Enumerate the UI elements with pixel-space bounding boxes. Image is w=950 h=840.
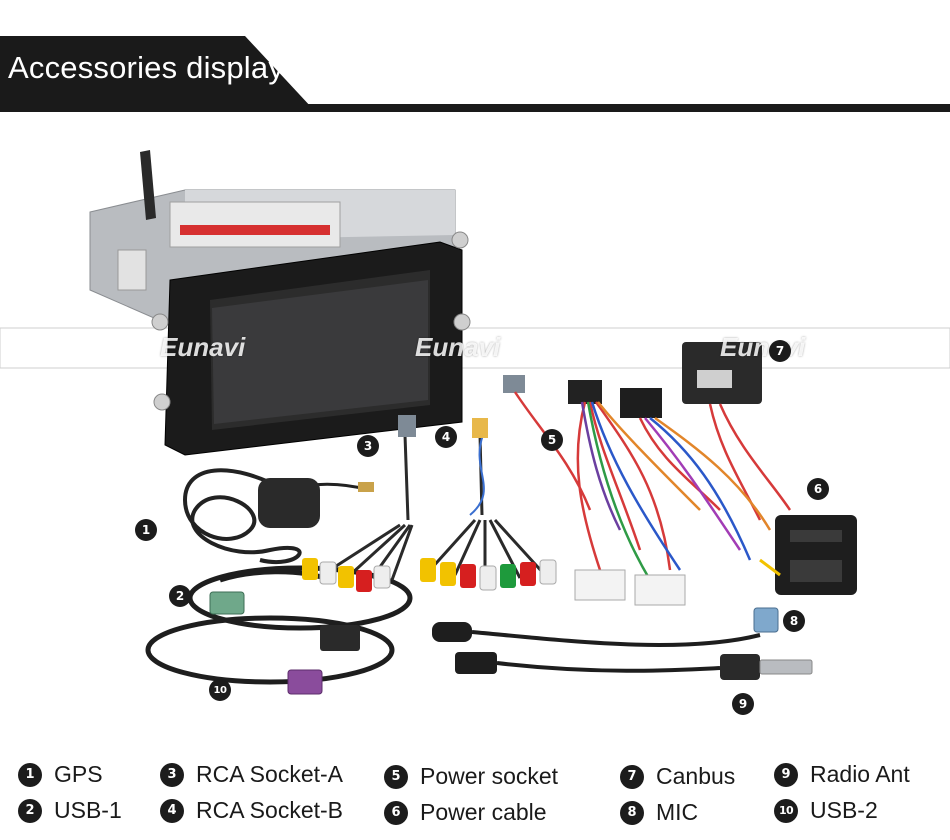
marker-power-socket: 5 — [541, 429, 563, 451]
legend-item: 10 USB-2 — [774, 797, 878, 824]
header-rule — [0, 104, 950, 112]
legend-label: Power socket — [420, 763, 559, 789]
legend-label: MIC — [656, 799, 699, 825]
marker-gps: 1 — [135, 519, 157, 541]
accessories-illustration — [0, 150, 950, 695]
antenna-stub — [140, 150, 156, 220]
legend-item: 8 MIC — [620, 799, 698, 826]
legend-number: 6 — [384, 800, 408, 825]
mic-cable — [432, 607, 779, 647]
legend-label: Power cable — [420, 799, 547, 825]
usb-2-cable — [145, 615, 395, 695]
legend-label: USB-1 — [54, 797, 122, 823]
legend-number: 5 — [384, 764, 408, 789]
legend-label: GPS — [54, 761, 103, 787]
canbus-box — [620, 342, 792, 561]
legend-number: 1 — [18, 762, 42, 787]
legend-item: 2 USB-1 — [18, 797, 122, 824]
legend-label: USB-2 — [810, 797, 878, 823]
marker-rca-socket-b: 4 — [435, 426, 457, 448]
radio-antenna-cable — [455, 652, 813, 680]
legend-item: 3 RCA Socket-A — [160, 761, 343, 788]
legend-number: 7 — [620, 764, 644, 789]
accessories-legend: 1 GPS 2 USB-1 3 RCA Socket-A 4 RCA Socke… — [0, 755, 950, 840]
legend-label: Radio Ant — [810, 761, 910, 787]
power-cable-connector — [759, 515, 857, 595]
legend-number: 4 — [160, 798, 184, 823]
legend-number: 8 — [620, 800, 644, 825]
legend-number: 2 — [18, 798, 42, 823]
legend-number: 3 — [160, 762, 184, 787]
watermark-text: Eunavi — [415, 332, 501, 362]
legend-number: 10 — [774, 798, 798, 823]
marker-radio-ant: 9 — [732, 693, 754, 715]
legend-label: Canbus — [656, 763, 736, 789]
legend-label: RCA Socket-A — [196, 761, 343, 787]
legend-item: 5 Power socket — [384, 763, 558, 790]
head-unit — [89, 150, 471, 456]
legend-item: 6 Power cable — [384, 799, 547, 826]
marker-rca-socket-a: 3 — [357, 435, 379, 457]
marker-usb-2: 10 — [209, 679, 231, 701]
watermark-band — [0, 327, 950, 369]
marker-usb-1: 2 — [169, 585, 191, 607]
legend-item: 4 RCA Socket-B — [160, 797, 343, 824]
gps-antenna — [182, 468, 374, 565]
legend-number: 9 — [774, 762, 798, 787]
page-header: Accessories display — [0, 36, 950, 112]
legend-item: 9 Radio Ant — [774, 761, 910, 788]
legend-item: 1 GPS — [18, 761, 103, 788]
marker-power-cable: 6 — [807, 478, 829, 500]
watermark-text: Eunavi — [720, 332, 806, 362]
accessories-photo: Eunavi Eunavi Eunavi 1 2 3 4 5 6 7 8 9 1… — [0, 130, 950, 740]
legend-label: RCA Socket-B — [196, 797, 343, 823]
rca-socket-b — [420, 418, 557, 591]
marker-mic: 8 — [783, 610, 805, 632]
page-title: Accessories display — [8, 50, 285, 85]
rca-socket-a — [302, 415, 416, 592]
marker-canbus: 7 — [769, 340, 791, 362]
power-socket-harness — [503, 375, 701, 606]
legend-item: 7 Canbus — [620, 763, 735, 790]
watermark-text: Eunavi — [160, 332, 246, 362]
